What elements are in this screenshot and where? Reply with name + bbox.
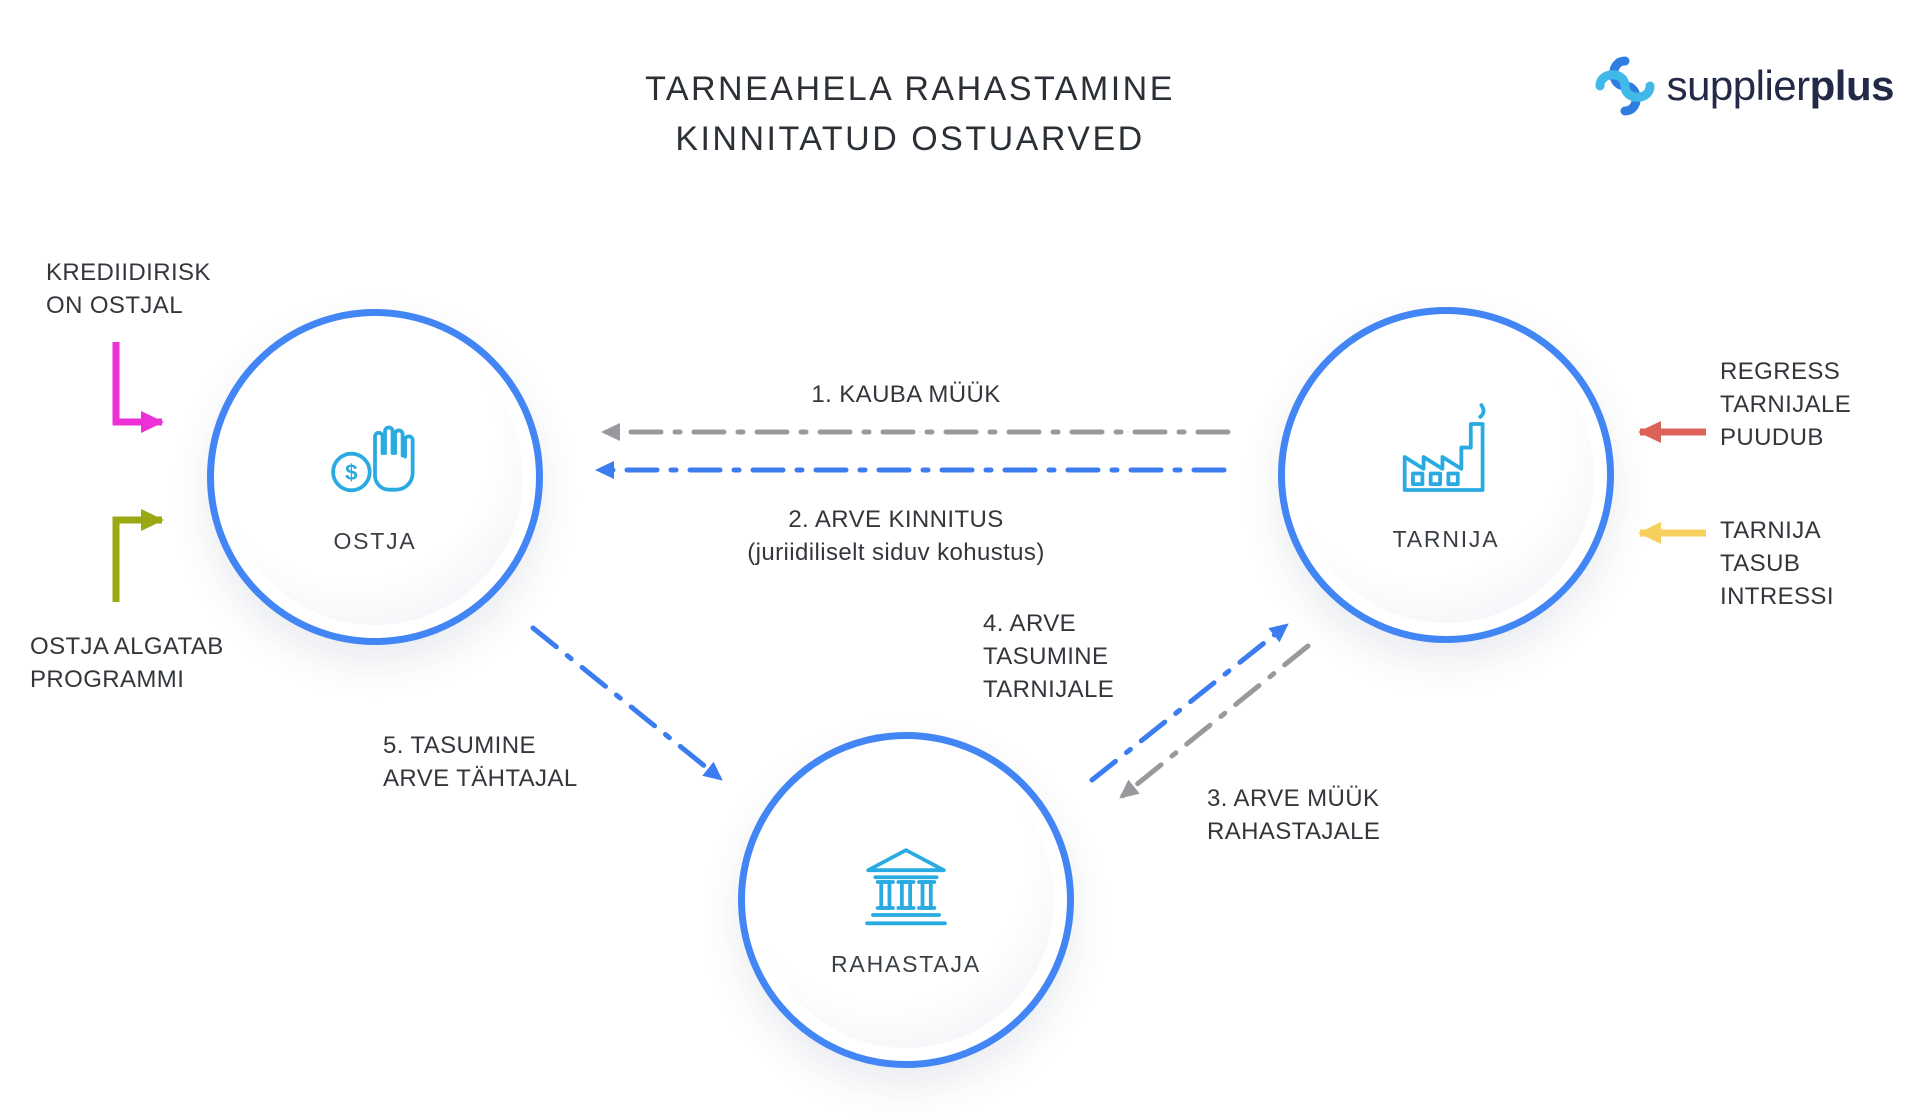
logo-text-plus: plus	[1809, 62, 1895, 109]
node-tarnija-inner: TARNIJA	[1298, 327, 1594, 623]
flow-2-label: 2. ARVE KINNITUS (juriidiliselt siduv ko…	[747, 506, 1045, 566]
supplierplus-logo: supplierplus	[1593, 54, 1895, 118]
node-ostja-label: OSTJA	[333, 527, 417, 554]
flow-4-label: 4. ARVE TASUMINE TARNIJALE	[983, 610, 1115, 703]
node-ostja-inner: $ OSTJA	[227, 329, 523, 625]
node-rahastaja: RAHASTAJA	[738, 732, 1074, 1068]
flow-3-label: 3. ARVE MÜÜK RAHASTAJALE	[1207, 785, 1381, 845]
annotation-interest: TARNIJA TASUB INTRESSI	[1720, 517, 1834, 610]
node-rahastaja-inner: RAHASTAJA	[758, 752, 1054, 1048]
credit-risk-arrow	[112, 342, 164, 433]
node-rahastaja-label: RAHASTAJA	[831, 950, 981, 977]
flow-4-arrow	[1089, 621, 1291, 783]
hand-dollar-icon: $	[331, 425, 415, 492]
bank-icon	[865, 847, 947, 925]
factory-icon	[1402, 402, 1486, 492]
page-title: TARNEAHELA RAHASTAMINE KINNITATUD OSTUAR…	[645, 70, 1175, 158]
flow-3-arrow	[1117, 643, 1311, 801]
node-tarnija-label: TARNIJA	[1392, 525, 1500, 552]
logo-text: supplierplus	[1666, 62, 1895, 110]
logo-text-supplier: supplier	[1666, 62, 1811, 109]
flow-5-label: 5. TASUMINE ARVE TÄHTAJAL	[383, 732, 578, 792]
logo-curve-horizontal	[1595, 70, 1655, 102]
program-arrow	[112, 509, 164, 602]
node-ostja: $ OSTJA	[207, 309, 543, 645]
annotation-program: OSTJA ALGATAB PROGRAMMI	[30, 633, 224, 693]
flow-1-label: 1. KAUBA MÜÜK	[811, 381, 1001, 408]
annotation-regress: REGRESS TARNIJALE PUUDUB	[1720, 358, 1852, 451]
annotation-credit-risk: KREDIIDIRISK ON OSTJAL	[46, 259, 211, 319]
node-tarnija: TARNIJA	[1278, 307, 1614, 643]
dollar-symbol: $	[345, 460, 358, 485]
supplierplus-logo-icon	[1595, 56, 1655, 116]
